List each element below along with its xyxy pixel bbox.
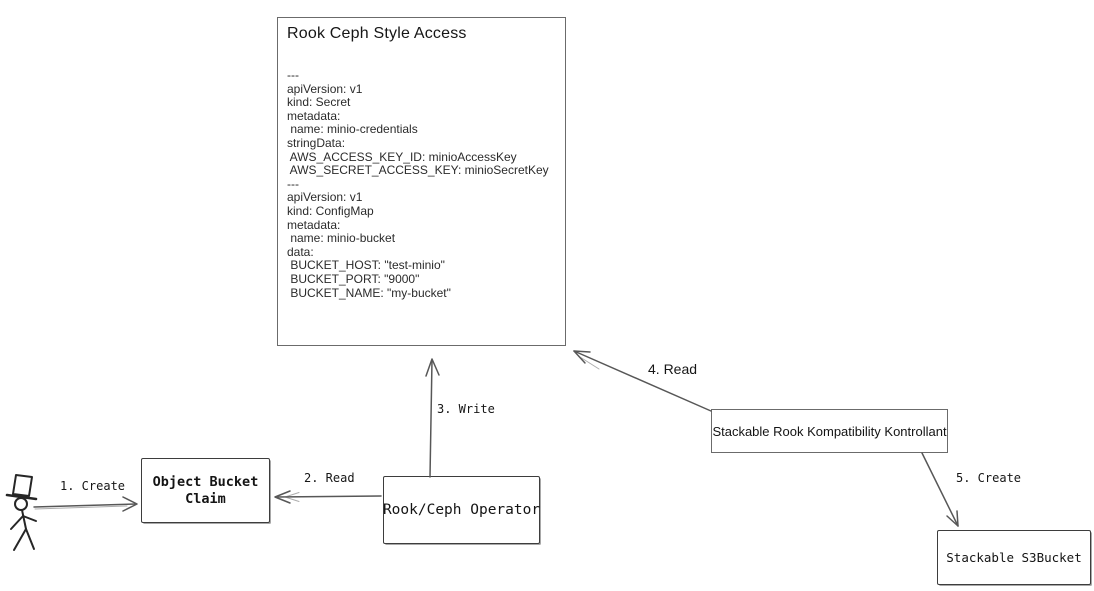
arrow-5-create [921,452,959,527]
edge-label-2-read: 2. Read [304,471,355,485]
rook-ceph-operator-node: Rook/Ceph Operator [383,476,540,544]
user-actor-icon [5,474,38,551]
stackable-s3bucket-node: Stackable S3Bucket [937,530,1091,585]
yaml-manifest-text: --- apiVersion: v1 kind: Secret metadata… [287,68,549,300]
object-bucket-claim-label: Object Bucket Claim [152,473,259,507]
edge-label-5-create: 5. Create [956,471,1022,485]
arrow-4-read [573,350,712,412]
rook-ceph-operator-label: Rook/Ceph Operator [382,502,541,518]
stackable-s3bucket-label: Stackable S3Bucket [946,550,1082,565]
edge-label-1-create: 1. Create [60,479,126,493]
object-bucket-claim-node: Object Bucket Claim [141,458,270,523]
arrow-2-read [274,490,382,504]
edge-label-3-write: 3. Write [437,402,495,416]
stackable-rook-kompatibility-kontrollant-label: Stackable Rook Kompatibility Kontrollant [712,423,947,439]
rook-ceph-style-access-box: Rook Ceph Style Access --- apiVersion: v… [277,17,566,346]
arrow-1-create [33,496,138,512]
rook-ceph-style-access-title: Rook Ceph Style Access [287,25,467,42]
stackable-rook-kompatibility-kontrollant-node: Stackable Rook Kompatibility Kontrollant [711,409,948,453]
arrow-3-write [425,358,440,478]
edge-label-4-read: 4. Read [648,361,698,377]
